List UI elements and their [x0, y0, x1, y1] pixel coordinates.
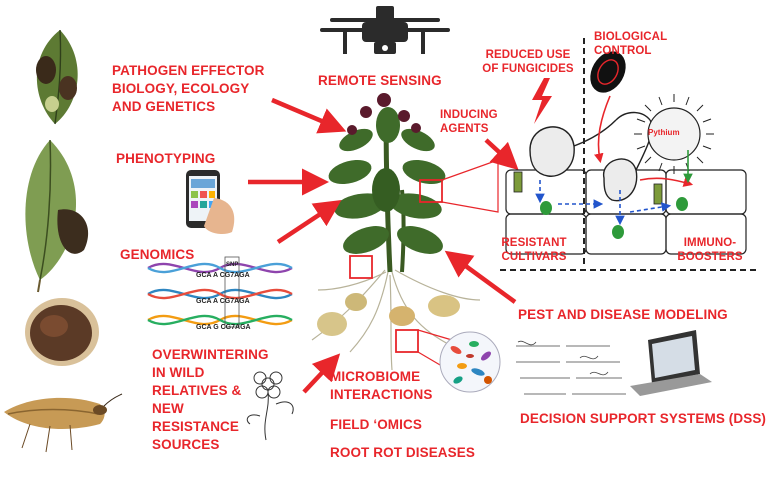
potato-plant-illustration	[311, 93, 499, 373]
field-omics-label: FIELD ‘OMICS	[330, 417, 422, 432]
biocontrol-fungus-icon	[590, 51, 626, 93]
dss-label: DECISION SUPPORT SYSTEMS (DSS)	[520, 411, 767, 426]
immuno-boosters-label: IMMUNO- BOOSTERS	[677, 237, 743, 263]
model-equations-graphic	[516, 340, 626, 395]
reduced-fungicides-label: REDUCED USE OF FUNGICIDES	[482, 49, 574, 75]
dna-sequence-2: GCA A CG7AGA	[196, 298, 250, 305]
resistant-cultivars-label: RESISTANT CULTIVARS	[501, 237, 567, 263]
laptop-icon	[630, 330, 712, 396]
inducing-agents-label: INDUCING AGENTS	[440, 109, 498, 135]
rotten-tuber-image	[25, 298, 99, 366]
pythium-icon	[634, 94, 714, 174]
root-rot-label: ROOT ROT DISEASES	[330, 445, 475, 460]
blighted-leaf-image-1	[36, 29, 78, 125]
smartphone-app-icon	[186, 170, 235, 234]
remote-sensing-label: REMOTE SENSING	[318, 73, 442, 88]
pest-disease-modeling-label: PEST AND DISEASE MODELING	[518, 307, 728, 322]
overwintering-label: OVERWINTERING IN WILD RELATIVES & NEW RE…	[152, 347, 269, 452]
snp-label: SNP	[226, 262, 239, 268]
biological-control-label: BIOLOGICAL CONTROL	[594, 31, 668, 57]
blighted-leaf-image-2	[25, 139, 89, 293]
pathogen-effector-label: PATHOGEN EFFECTOR BIOLOGY, ECOLOGY AND G…	[112, 63, 265, 114]
mechanism-diagram	[500, 38, 758, 271]
dna-sequence-1: GCA A CG7AGA	[196, 272, 250, 279]
moth-image	[4, 393, 123, 453]
lightning-icon	[532, 78, 552, 124]
dna-sequence-3: GCA G CG7AGA	[196, 324, 251, 331]
drone-icon	[320, 6, 450, 54]
phenotyping-label: PHENOTYPING	[116, 151, 216, 166]
dna-helix-graphic	[147, 256, 293, 328]
red-arrows	[248, 97, 519, 394]
wild-relative-flower-sketch	[246, 371, 294, 441]
microbiome-label: MICROBIOME INTERACTIONS	[330, 369, 433, 402]
microbiome-circle	[439, 331, 501, 393]
pythium-label: Pythium	[648, 128, 680, 137]
genomics-label: GENOMICS	[120, 247, 195, 262]
